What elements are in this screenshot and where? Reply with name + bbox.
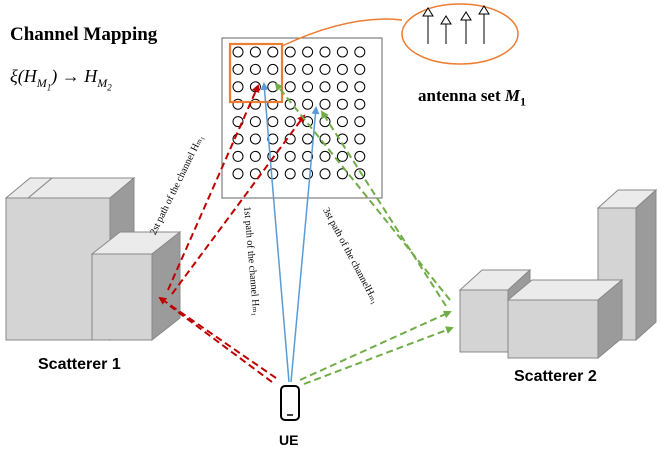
antenna-element bbox=[284, 81, 296, 93]
third-path-ue-to-scatterer-a bbox=[299, 310, 452, 381]
antenna-element bbox=[249, 133, 261, 145]
antenna-element bbox=[249, 81, 261, 93]
antenna-element bbox=[302, 46, 314, 58]
antenna-element bbox=[267, 168, 279, 180]
scatterer-2-front-box bbox=[506, 278, 624, 360]
third-path-scatterer-to-array-b bbox=[320, 110, 447, 307]
antenna-element bbox=[232, 46, 244, 58]
antenna-set-label: antenna set M1 bbox=[418, 86, 527, 109]
antenna-element bbox=[336, 63, 348, 75]
antenna-element bbox=[249, 63, 261, 75]
first-path-line-b bbox=[290, 106, 320, 383]
antenna-element bbox=[284, 98, 296, 110]
antenna-symbol-icon bbox=[460, 11, 472, 44]
antenna-element bbox=[267, 46, 279, 58]
antenna-element bbox=[336, 150, 348, 162]
antenna-element bbox=[267, 133, 279, 145]
third-path-ue-to-scatterer-b bbox=[303, 326, 454, 385]
scatterer-1-label: Scatterer 1 bbox=[38, 356, 121, 373]
antenna-element bbox=[249, 150, 261, 162]
antenna-element bbox=[336, 81, 348, 93]
subarray-highlight bbox=[228, 42, 284, 104]
first-path bbox=[260, 82, 320, 383]
subarray-antennas bbox=[422, 5, 490, 44]
antenna-element bbox=[232, 81, 244, 93]
third-path-scatterer-to-array-a bbox=[274, 82, 451, 301]
antenna-element bbox=[354, 81, 366, 93]
antenna-element bbox=[267, 81, 279, 93]
antenna-element bbox=[336, 116, 348, 128]
antenna-element bbox=[319, 98, 331, 110]
antenna-element bbox=[319, 150, 331, 162]
channel-mapping-formula: ξ(HM1) → HM2 bbox=[10, 66, 112, 92]
third-path bbox=[274, 82, 454, 385]
antenna-element bbox=[232, 63, 244, 75]
antenna-element bbox=[284, 46, 296, 58]
antenna-element bbox=[354, 98, 366, 110]
antenna-element bbox=[232, 98, 244, 110]
antenna-element bbox=[302, 150, 314, 162]
antenna-element bbox=[336, 168, 348, 180]
scatterer-2 bbox=[458, 188, 658, 360]
antenna-element bbox=[302, 63, 314, 75]
second-path-scatterer-to-array-a bbox=[167, 84, 260, 291]
antenna-element bbox=[354, 116, 366, 128]
first-path-line-a bbox=[260, 82, 290, 383]
antenna-symbol-icon bbox=[440, 15, 452, 44]
antenna-element bbox=[302, 133, 314, 145]
antenna-element bbox=[249, 46, 261, 58]
second-path bbox=[158, 84, 306, 383]
antenna-element bbox=[267, 98, 279, 110]
antenna-element bbox=[354, 150, 366, 162]
antenna-element bbox=[319, 63, 331, 75]
antenna-element bbox=[284, 116, 296, 128]
antenna-element bbox=[267, 63, 279, 75]
antenna-element bbox=[232, 150, 244, 162]
antenna-element bbox=[354, 133, 366, 145]
antenna-element bbox=[284, 168, 296, 180]
antenna-element bbox=[319, 133, 331, 145]
antenna-element bbox=[354, 63, 366, 75]
antenna-element bbox=[249, 98, 261, 110]
second-path-ue-to-scatterer-b bbox=[169, 305, 273, 383]
antenna-element bbox=[336, 98, 348, 110]
scatterer-1 bbox=[4, 176, 182, 342]
antenna-element bbox=[302, 81, 314, 93]
scatterer-1-front-box bbox=[90, 230, 182, 342]
ue-phone-icon bbox=[280, 385, 300, 421]
antenna-element bbox=[284, 150, 296, 162]
antenna-element bbox=[319, 81, 331, 93]
antenna-element bbox=[336, 46, 348, 58]
second-path-ue-to-scatterer-a bbox=[158, 296, 277, 379]
antenna-element bbox=[284, 63, 296, 75]
antenna-element bbox=[232, 133, 244, 145]
ue-label: UE bbox=[279, 432, 299, 448]
antenna-element bbox=[232, 168, 244, 180]
antenna-element bbox=[319, 46, 331, 58]
second-path-scatterer-to-array-b bbox=[171, 114, 306, 295]
antenna-symbol-icon bbox=[478, 5, 490, 44]
subarray-connector bbox=[281, 18, 403, 47]
antenna-element bbox=[319, 168, 331, 180]
antenna-array bbox=[221, 37, 383, 199]
subarray-ellipse bbox=[401, 3, 519, 65]
antenna-symbol-icon bbox=[422, 7, 434, 44]
antenna-element bbox=[302, 98, 314, 110]
antenna-element bbox=[267, 116, 279, 128]
antenna-grid bbox=[232, 46, 366, 180]
antenna-element bbox=[354, 46, 366, 58]
antenna-element bbox=[249, 116, 261, 128]
antenna-element bbox=[302, 168, 314, 180]
diagram-title: Channel Mapping bbox=[10, 24, 158, 45]
scatterer-2-label: Scatterer 2 bbox=[514, 368, 597, 385]
